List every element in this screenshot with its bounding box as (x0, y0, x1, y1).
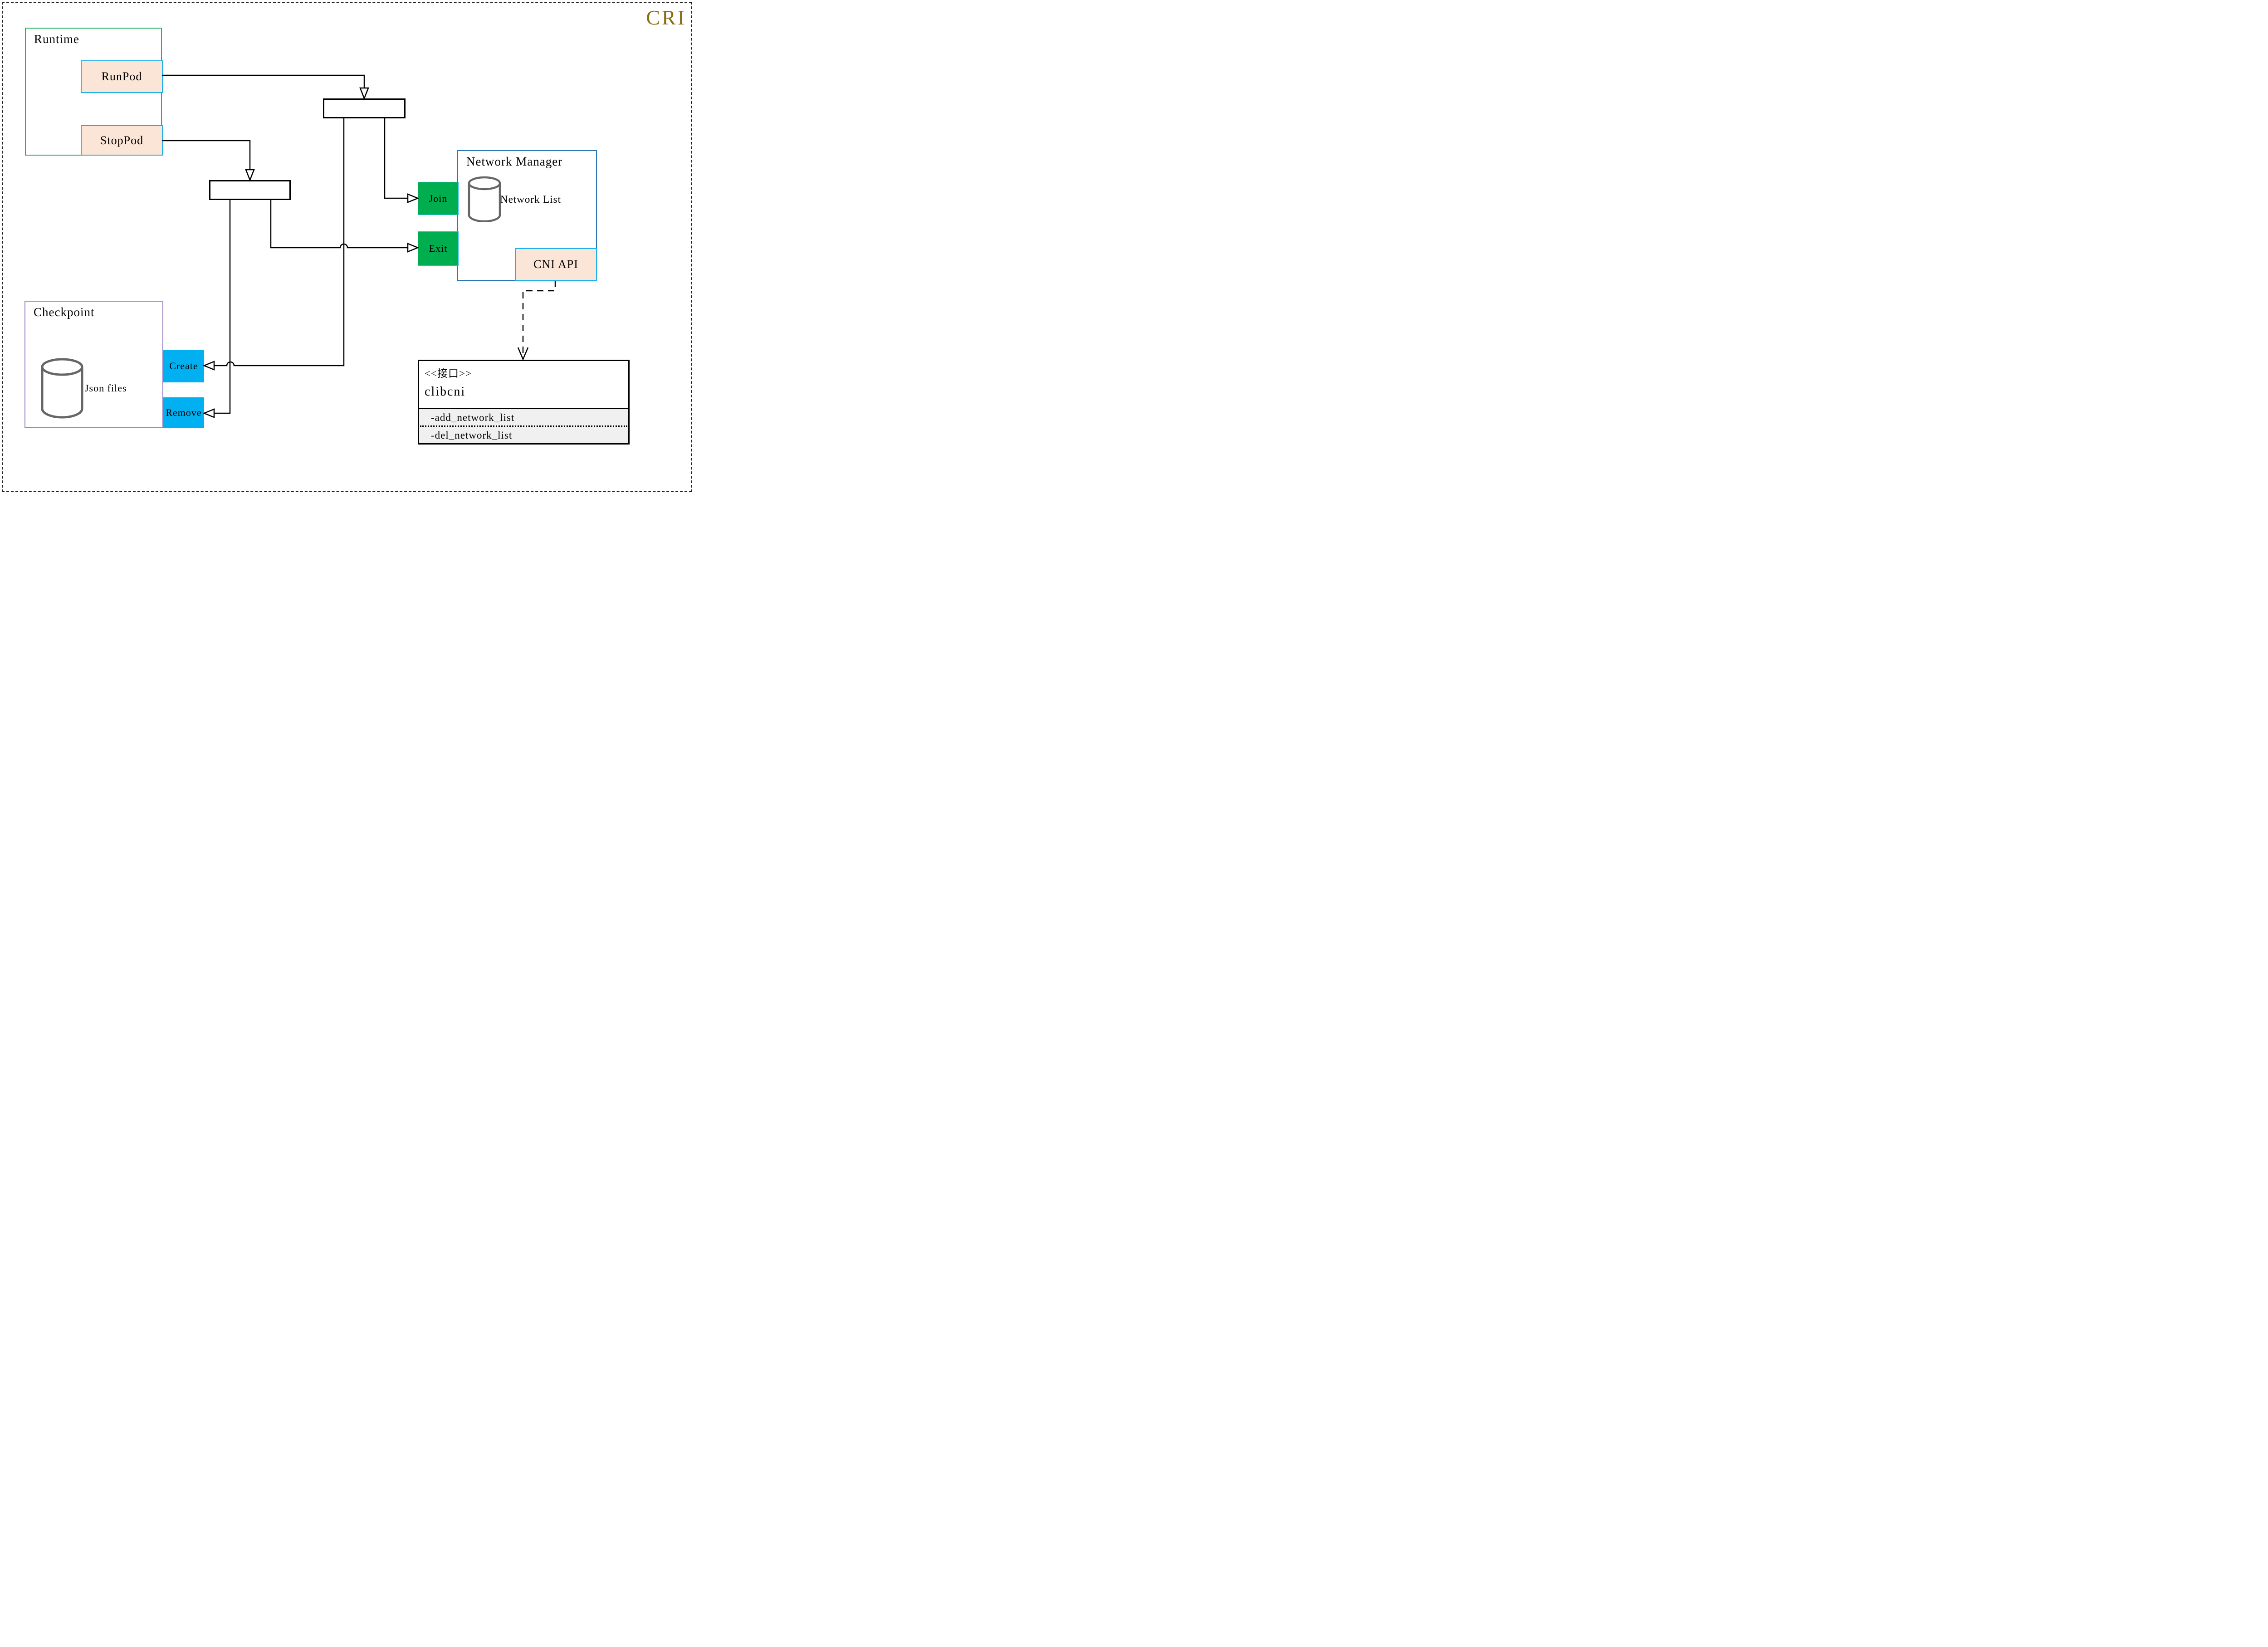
member-del-network-list: -del_network_list (431, 430, 513, 441)
connector-bar-to-create (214, 118, 345, 367)
member-divider (420, 425, 627, 427)
checkpoint-label: Checkpoint (34, 305, 95, 319)
remove-label: Remove (166, 407, 202, 418)
cni-api-label: CNI API (533, 258, 578, 271)
open-arrowhead-down-icon (245, 169, 255, 182)
connector-bar-to-exit (270, 200, 408, 249)
interface-stereotype: <<接口>> (425, 368, 472, 379)
network-list-label: Network List (500, 194, 562, 205)
database-cylinder-icon-network-list (468, 176, 501, 222)
connector-runpod-to-bar (162, 74, 365, 88)
open-arrowhead-right-icon (407, 193, 420, 203)
join-label: Join (429, 192, 448, 204)
connector-bar-to-remove (214, 200, 231, 414)
database-cylinder-icon-json-files (41, 358, 83, 419)
create-label: Create (169, 360, 198, 371)
open-arrowhead-left-icon (202, 361, 215, 371)
remove-node: Remove (163, 397, 204, 428)
clibcni-interface-class: <<接口>> clibcni -add_network_list -del_ne… (418, 360, 630, 445)
clibcni-name: clibcni (425, 385, 466, 399)
exit-node: Exit (418, 231, 459, 266)
cni-api-node: CNI API (515, 248, 597, 281)
cri-architecture-diagram: CRI Runtime RunPod StopPod Network Manag… (0, 0, 703, 494)
create-node: Create (163, 350, 204, 382)
process-bar-lower (209, 180, 291, 200)
open-arrowhead-right-icon (407, 243, 420, 253)
join-node: Join (418, 182, 459, 215)
exit-label: Exit (429, 243, 448, 254)
clibcni-members: -add_network_list -del_network_list (419, 409, 628, 443)
open-arrowhead-down-icon (359, 87, 369, 100)
network-manager-label: Network Manager (466, 155, 563, 168)
runtime-label: Runtime (34, 32, 79, 46)
diagram-title: CRI (646, 6, 686, 29)
member-add-network-list: -add_network_list (431, 412, 515, 423)
runpod-label: RunPod (101, 70, 142, 83)
json-files-label: Json files (85, 382, 127, 394)
stoppod-node: StopPod (81, 125, 163, 156)
runpod-node: RunPod (81, 60, 163, 93)
dashed-dependency-arrow-icon (522, 281, 556, 357)
connector-bar-to-join (384, 118, 408, 199)
stoppod-label: StopPod (100, 133, 144, 147)
clibcni-header: <<接口>> clibcni (419, 361, 628, 409)
open-arrowhead-left-icon (202, 408, 215, 418)
open-v-arrowhead-down-icon (517, 347, 529, 361)
process-bar-upper (323, 98, 406, 118)
connector-stoppod-to-bar (162, 140, 251, 170)
